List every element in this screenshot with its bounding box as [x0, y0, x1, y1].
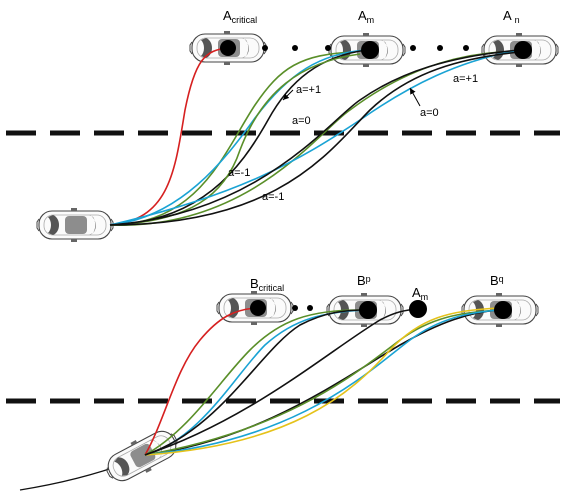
arrow-icon: [409, 87, 421, 107]
bp-black-trajectory: [144, 309, 368, 456]
annotation-am-plus1: a=+1: [296, 84, 321, 96]
am-black-trajectory: [109, 49, 368, 226]
annotation-an-plus1: a=+1: [453, 73, 478, 85]
bp-cyan-trajectory: [144, 309, 366, 456]
bq-cyan-trajectory: [144, 309, 501, 456]
target-dot-icon: [494, 301, 512, 319]
ellipsis-dots-icon: [262, 45, 469, 51]
ego-car-bottom: [99, 422, 185, 490]
label-b-q: Bq: [490, 273, 504, 288]
label-a-m: Am: [358, 8, 374, 25]
label-a-m-bottom: Am: [412, 285, 428, 302]
critical-trajectory: [109, 47, 229, 226]
label-b-p: Bp: [357, 273, 371, 288]
trajectories-bottom: [144, 307, 501, 456]
bottom-panel: Bcritical Bp Am Bq: [6, 273, 560, 491]
trajectories-top: [109, 47, 521, 226]
an-cyan-trajectory: [109, 49, 521, 226]
target-dot-icon: [250, 300, 266, 316]
am-black-trajectory-bottom: [144, 308, 419, 456]
bq-green-trajectory: [144, 309, 501, 456]
label-b-critical: Bcritical: [250, 276, 284, 293]
an-green-trajectory: [109, 51, 501, 226]
ellipsis-dots-icon: [292, 305, 313, 311]
an-black-trajectory: [109, 49, 521, 226]
am-dot-icon: [409, 300, 427, 318]
target-dot-icon: [359, 301, 377, 319]
target-dot-icon: [514, 41, 532, 59]
bp-green-trajectory: [144, 309, 361, 456]
am-cyan-trajectory: [109, 49, 366, 226]
annotation-an-minus1: a=-1: [262, 191, 284, 203]
annotation-am-minus1: a=-1: [228, 167, 250, 179]
annotation-am-zero: a=0: [292, 115, 311, 127]
critical-trajectory: [144, 307, 256, 456]
target-dot-icon: [361, 41, 379, 59]
arrow-icon: [282, 89, 294, 101]
annotation-an-zero: a=0: [420, 107, 439, 119]
bq-yellow-trajectory: [144, 307, 501, 456]
target-dot-icon: [220, 40, 236, 56]
an-black2-trajectory: [109, 51, 521, 226]
label-a-critical: Acritical: [223, 8, 257, 25]
ego-car-top: [36, 207, 114, 243]
